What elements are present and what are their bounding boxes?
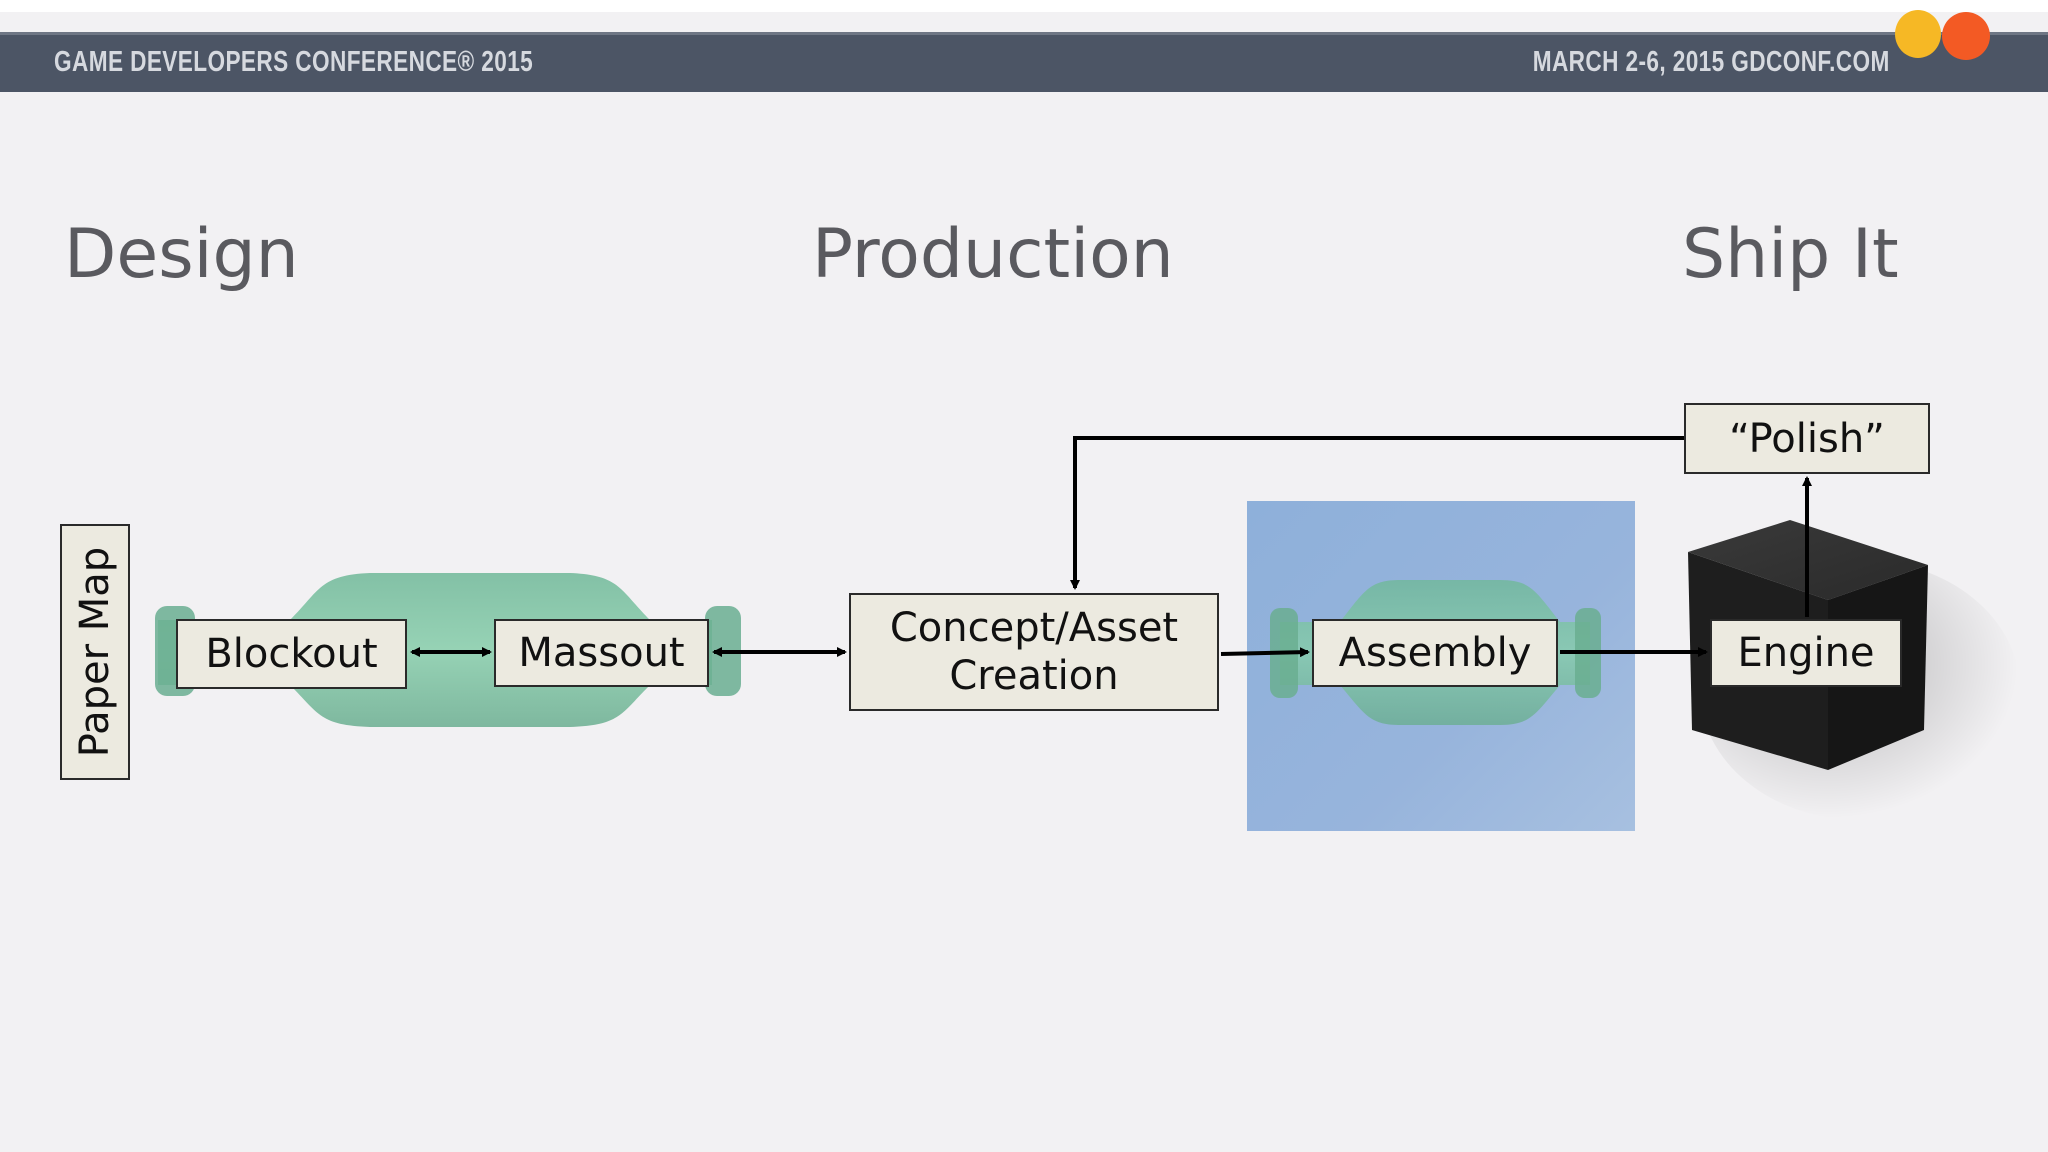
- gdc-logo-orange-circle: [1942, 12, 1990, 60]
- phase-design-heading: Design: [64, 215, 299, 294]
- node-polish: “Polish”: [1684, 403, 1930, 474]
- node-assembly: Assembly: [1312, 619, 1558, 687]
- phase-production-heading: Production: [812, 215, 1174, 294]
- conference-title: GAME DEVELOPERS CONFERENCE® 2015: [54, 46, 534, 78]
- top-strip: [0, 0, 2048, 12]
- node-concept-asset-creation: Concept/Asset Creation: [849, 593, 1219, 711]
- edge-polish-concept: [1070, 436, 1684, 590]
- node-massout: Massout: [494, 619, 709, 687]
- node-assembly-label: Assembly: [1338, 630, 1532, 676]
- node-paper-map-label: Paper Map: [72, 546, 119, 758]
- node-engine: Engine: [1710, 619, 1902, 687]
- node-concept-asset-creation-label: Concept/Asset Creation: [889, 605, 1179, 699]
- gdc-logo-yellow-circle: [1895, 10, 1941, 58]
- phase-ship-it-heading: Ship It: [1682, 215, 1899, 294]
- node-massout-label: Massout: [518, 630, 685, 676]
- node-blockout: Blockout: [176, 619, 407, 689]
- conference-header-bar: GAME DEVELOPERS CONFERENCE® 2015 MARCH 2…: [0, 32, 2048, 92]
- conference-date-url: MARCH 2-6, 2015 GDCONF.COM: [1532, 46, 1890, 78]
- node-engine-label: Engine: [1737, 630, 1875, 676]
- node-paper-map: Paper Map: [60, 524, 130, 780]
- edge-concept-assembly: [1220, 647, 1310, 658]
- node-blockout-label: Blockout: [205, 631, 378, 677]
- node-polish-label: “Polish”: [1729, 415, 1885, 462]
